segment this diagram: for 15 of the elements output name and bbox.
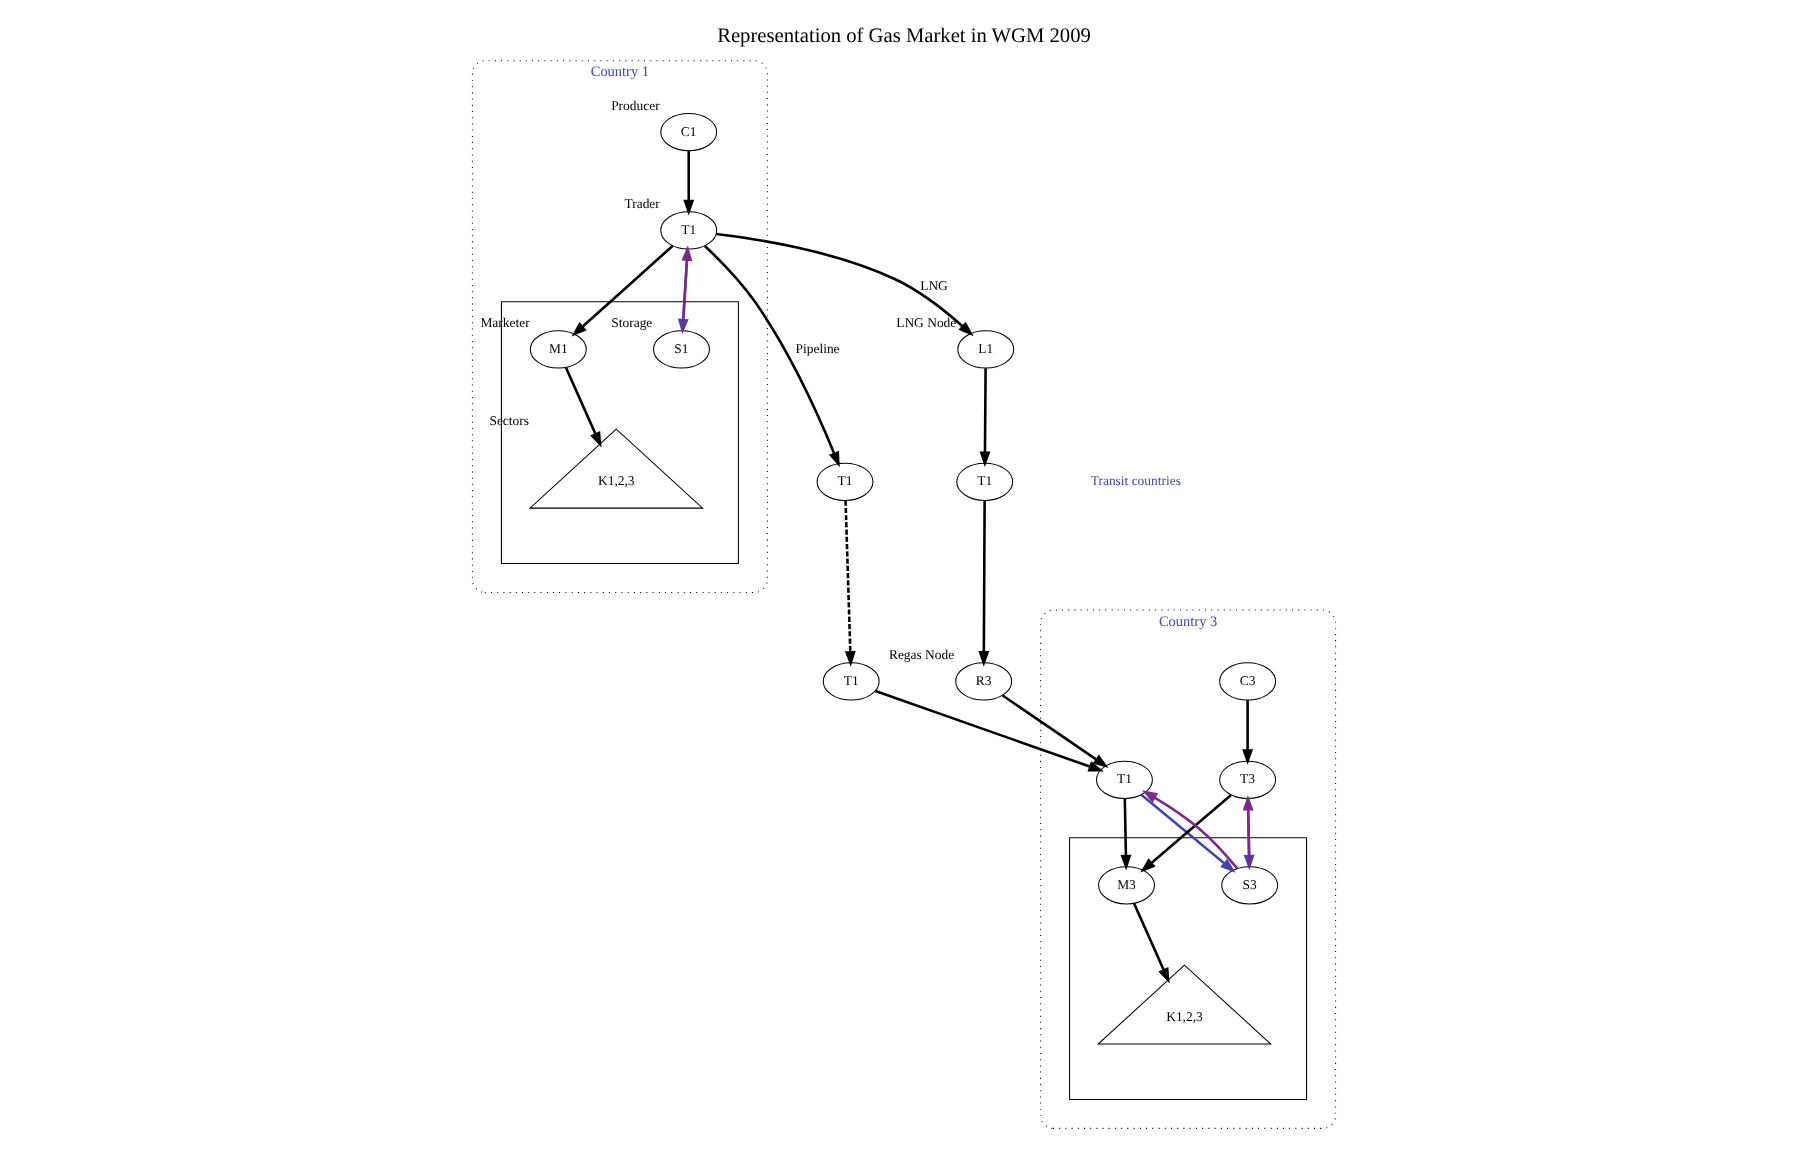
arrow [1132, 902, 1170, 984]
arrow [716, 232, 974, 337]
arrow [571, 244, 674, 337]
arrow [564, 366, 602, 448]
arrow [978, 500, 990, 667]
arrow [979, 368, 991, 468]
arrow [683, 150, 695, 216]
cluster [1069, 837, 1308, 1100]
arrow [703, 245, 840, 468]
arrow [844, 500, 856, 667]
arrow [1001, 694, 1109, 768]
arrow [875, 689, 1104, 772]
diagram-title: Representation of Gas Market in WGM 2009 [717, 26, 1091, 49]
arrow [1242, 700, 1254, 765]
arrow [1120, 798, 1132, 871]
